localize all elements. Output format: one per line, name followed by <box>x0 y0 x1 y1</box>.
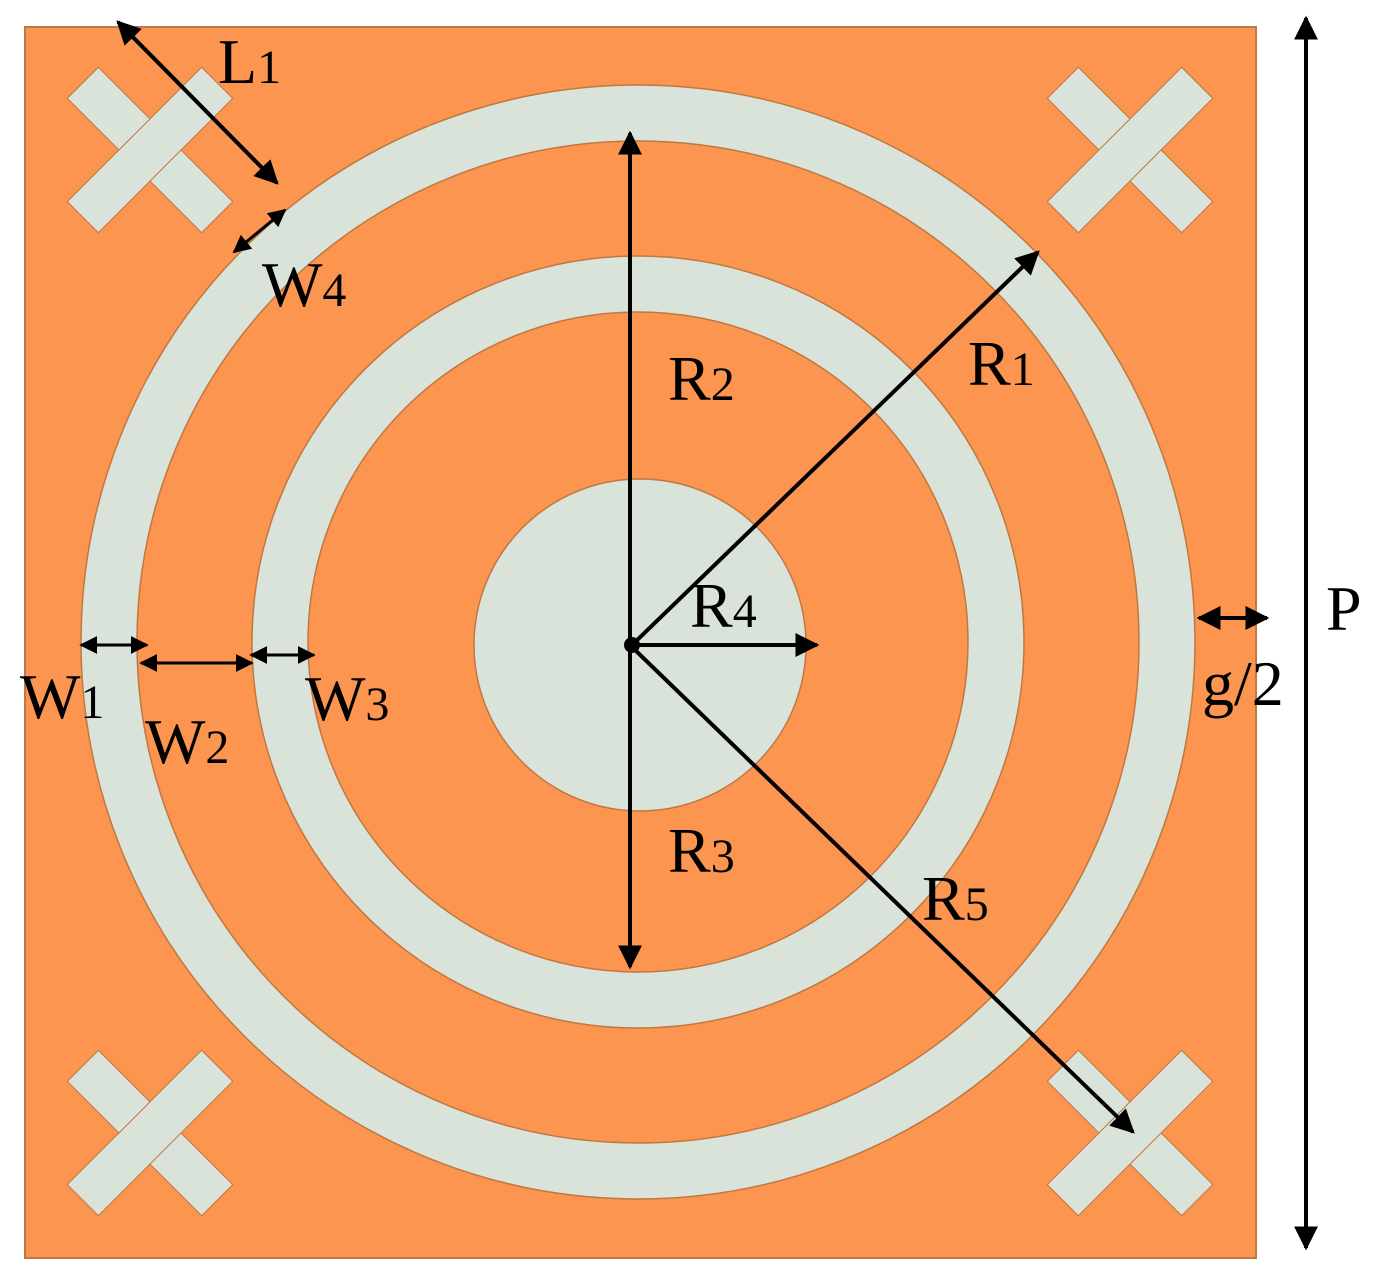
label-g2: g/2 <box>1202 648 1284 719</box>
middle-ring-edge-outer <box>251 255 1025 1029</box>
center-point <box>624 637 640 653</box>
middle-ring-edge-inner <box>307 311 969 973</box>
middle-ring <box>252 256 1024 1028</box>
label-r1: R1 <box>968 328 1035 399</box>
arrow-r1 <box>630 250 1040 647</box>
label-r4: R4 <box>690 570 757 641</box>
arrow-l1 <box>116 20 279 185</box>
label-l1: L1 <box>218 26 281 97</box>
corner-cross-top-right <box>1046 66 1214 234</box>
arrow-w4 <box>232 208 287 254</box>
label-p: P <box>1326 573 1362 644</box>
arrow-r5 <box>630 645 1135 1134</box>
label-r5: R5 <box>922 863 989 934</box>
label-w4: W4 <box>262 249 346 320</box>
label-r2: R2 <box>668 343 735 414</box>
corner-cross-bottom-left <box>66 1049 234 1217</box>
label-w1: W1 <box>20 661 104 732</box>
label-r3: R3 <box>668 815 735 886</box>
label-w3: W3 <box>305 663 389 734</box>
label-w2: W2 <box>145 706 229 777</box>
